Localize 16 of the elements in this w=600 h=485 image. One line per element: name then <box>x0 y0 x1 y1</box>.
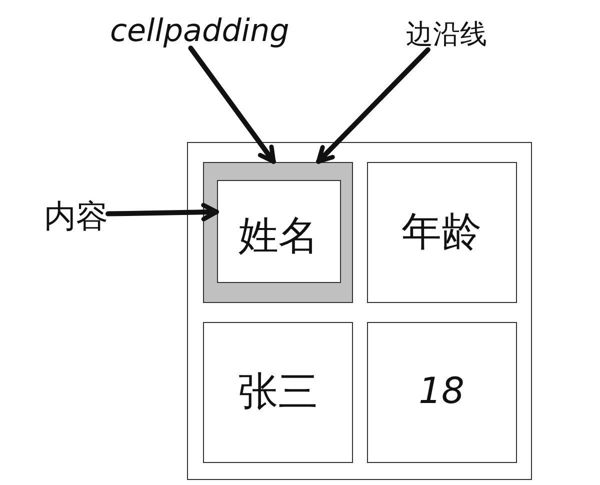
table-cell <box>366 322 516 462</box>
table-frame <box>187 142 532 480</box>
leader-arrow <box>188 46 276 164</box>
table-cell <box>203 322 353 462</box>
padded-cell <box>203 162 353 302</box>
leader-arrow <box>316 47 430 164</box>
callout-label: 边沿线 <box>406 20 487 50</box>
callout-label: 内容 <box>44 199 108 234</box>
table-cell <box>366 162 516 302</box>
leader-arrow <box>106 202 219 222</box>
cell-text: 18 <box>418 374 464 410</box>
cell-text: 姓名 <box>238 216 318 256</box>
content-box <box>216 180 340 283</box>
cell-text: 年龄 <box>402 212 482 252</box>
callout-label: cellpadding <box>110 14 290 48</box>
cell-text: 张三 <box>238 372 318 412</box>
